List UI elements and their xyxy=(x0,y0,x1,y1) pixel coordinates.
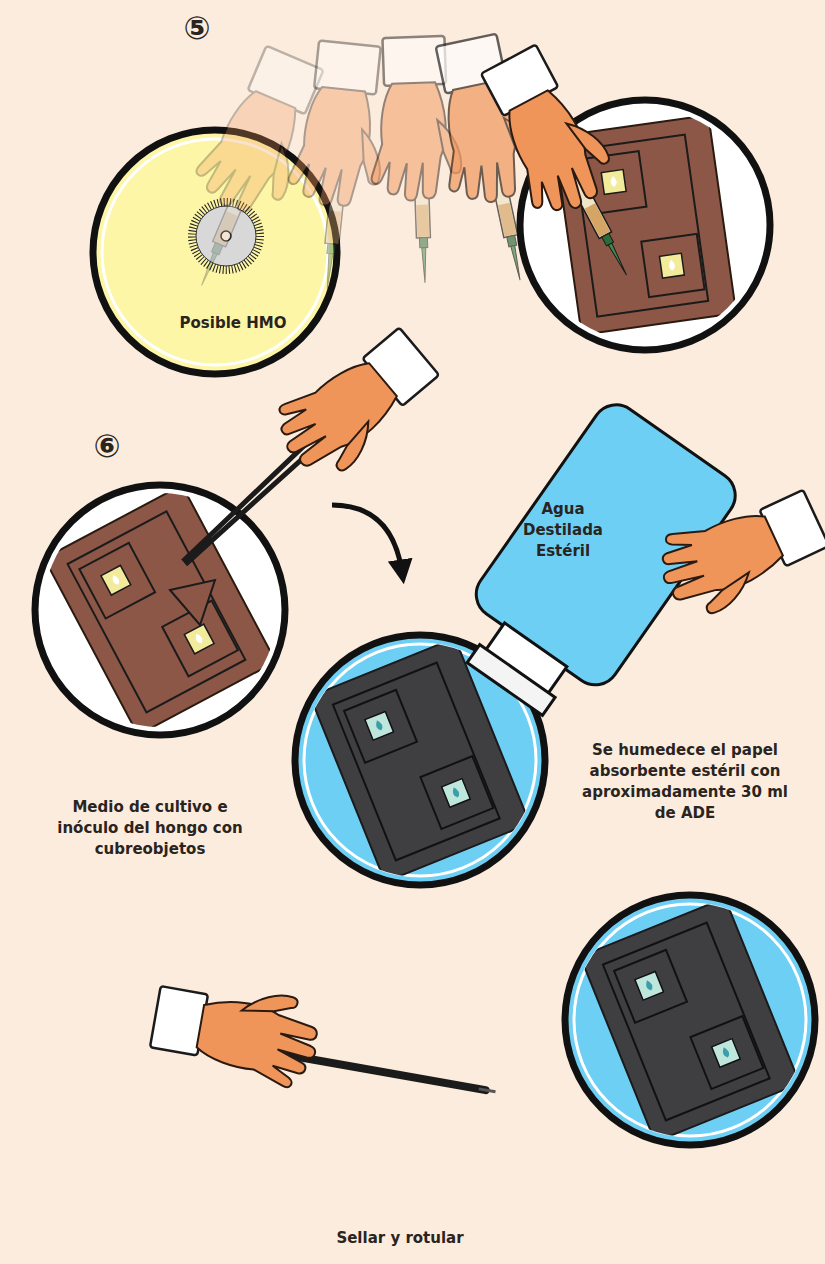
hand-with-tweezers xyxy=(147,316,447,588)
node-outline xyxy=(450,385,750,725)
dish-rim xyxy=(93,130,337,374)
dish-content xyxy=(554,115,736,335)
node-label: Posible HMO xyxy=(106,313,360,334)
bottle-cap xyxy=(467,645,555,716)
colony-center xyxy=(221,231,231,241)
dish-content xyxy=(44,485,276,735)
caption-text: Sellar y rotular xyxy=(290,1228,510,1249)
hand xyxy=(648,476,825,627)
syringe xyxy=(482,141,529,282)
hand xyxy=(367,35,463,202)
node-label: Agua Destilada Estéril xyxy=(514,499,612,562)
hand-holding-bottle xyxy=(648,476,825,627)
curved-arrow xyxy=(332,505,402,572)
bottle-body xyxy=(467,395,745,694)
hand-with-syringe xyxy=(156,40,335,302)
petri-dish xyxy=(565,895,815,1145)
hand xyxy=(420,31,542,210)
hand xyxy=(467,39,623,226)
pen-tip xyxy=(479,1089,496,1092)
petri-dish xyxy=(520,100,770,350)
node-outline xyxy=(88,125,342,379)
petri-dish xyxy=(35,485,285,735)
caption-text: Medio de cultivo e inóculo del hongo con… xyxy=(50,797,250,860)
hand-with-syringe xyxy=(367,35,465,284)
syringe xyxy=(553,147,635,279)
bottle-node: Agua Destilada Estéril xyxy=(450,385,750,725)
culture-paper xyxy=(554,115,736,335)
petri-dish-node: Posible HMO xyxy=(88,125,342,379)
hand-with-syringe xyxy=(420,31,559,290)
colony-body xyxy=(196,206,256,266)
caption-text: Se humedece el papel absorbente estéril … xyxy=(570,740,800,824)
hand-with-pen xyxy=(147,974,505,1123)
step-number: ⑥ xyxy=(80,424,134,469)
dish-inner-ring xyxy=(529,109,761,341)
hand-with-syringe xyxy=(278,39,393,293)
culture-paper xyxy=(44,485,276,735)
syringe xyxy=(318,148,351,289)
dish-rim xyxy=(565,895,815,1145)
bottle-outline xyxy=(438,395,745,736)
dish-rim xyxy=(35,485,285,735)
wet-paper xyxy=(580,898,800,1142)
coverslip xyxy=(170,580,215,625)
syringe xyxy=(411,142,434,283)
syringe xyxy=(193,153,264,289)
colony-fringe xyxy=(193,203,259,269)
hand xyxy=(147,974,324,1091)
fungus-colony xyxy=(193,203,259,269)
hand xyxy=(188,40,335,226)
hand xyxy=(264,316,447,490)
dish-content xyxy=(580,898,800,1142)
dish-rim xyxy=(520,100,770,350)
step-number: ⑤ xyxy=(170,6,224,51)
hand-with-syringe xyxy=(467,39,662,298)
tweezers xyxy=(174,409,354,564)
hand xyxy=(286,39,393,211)
